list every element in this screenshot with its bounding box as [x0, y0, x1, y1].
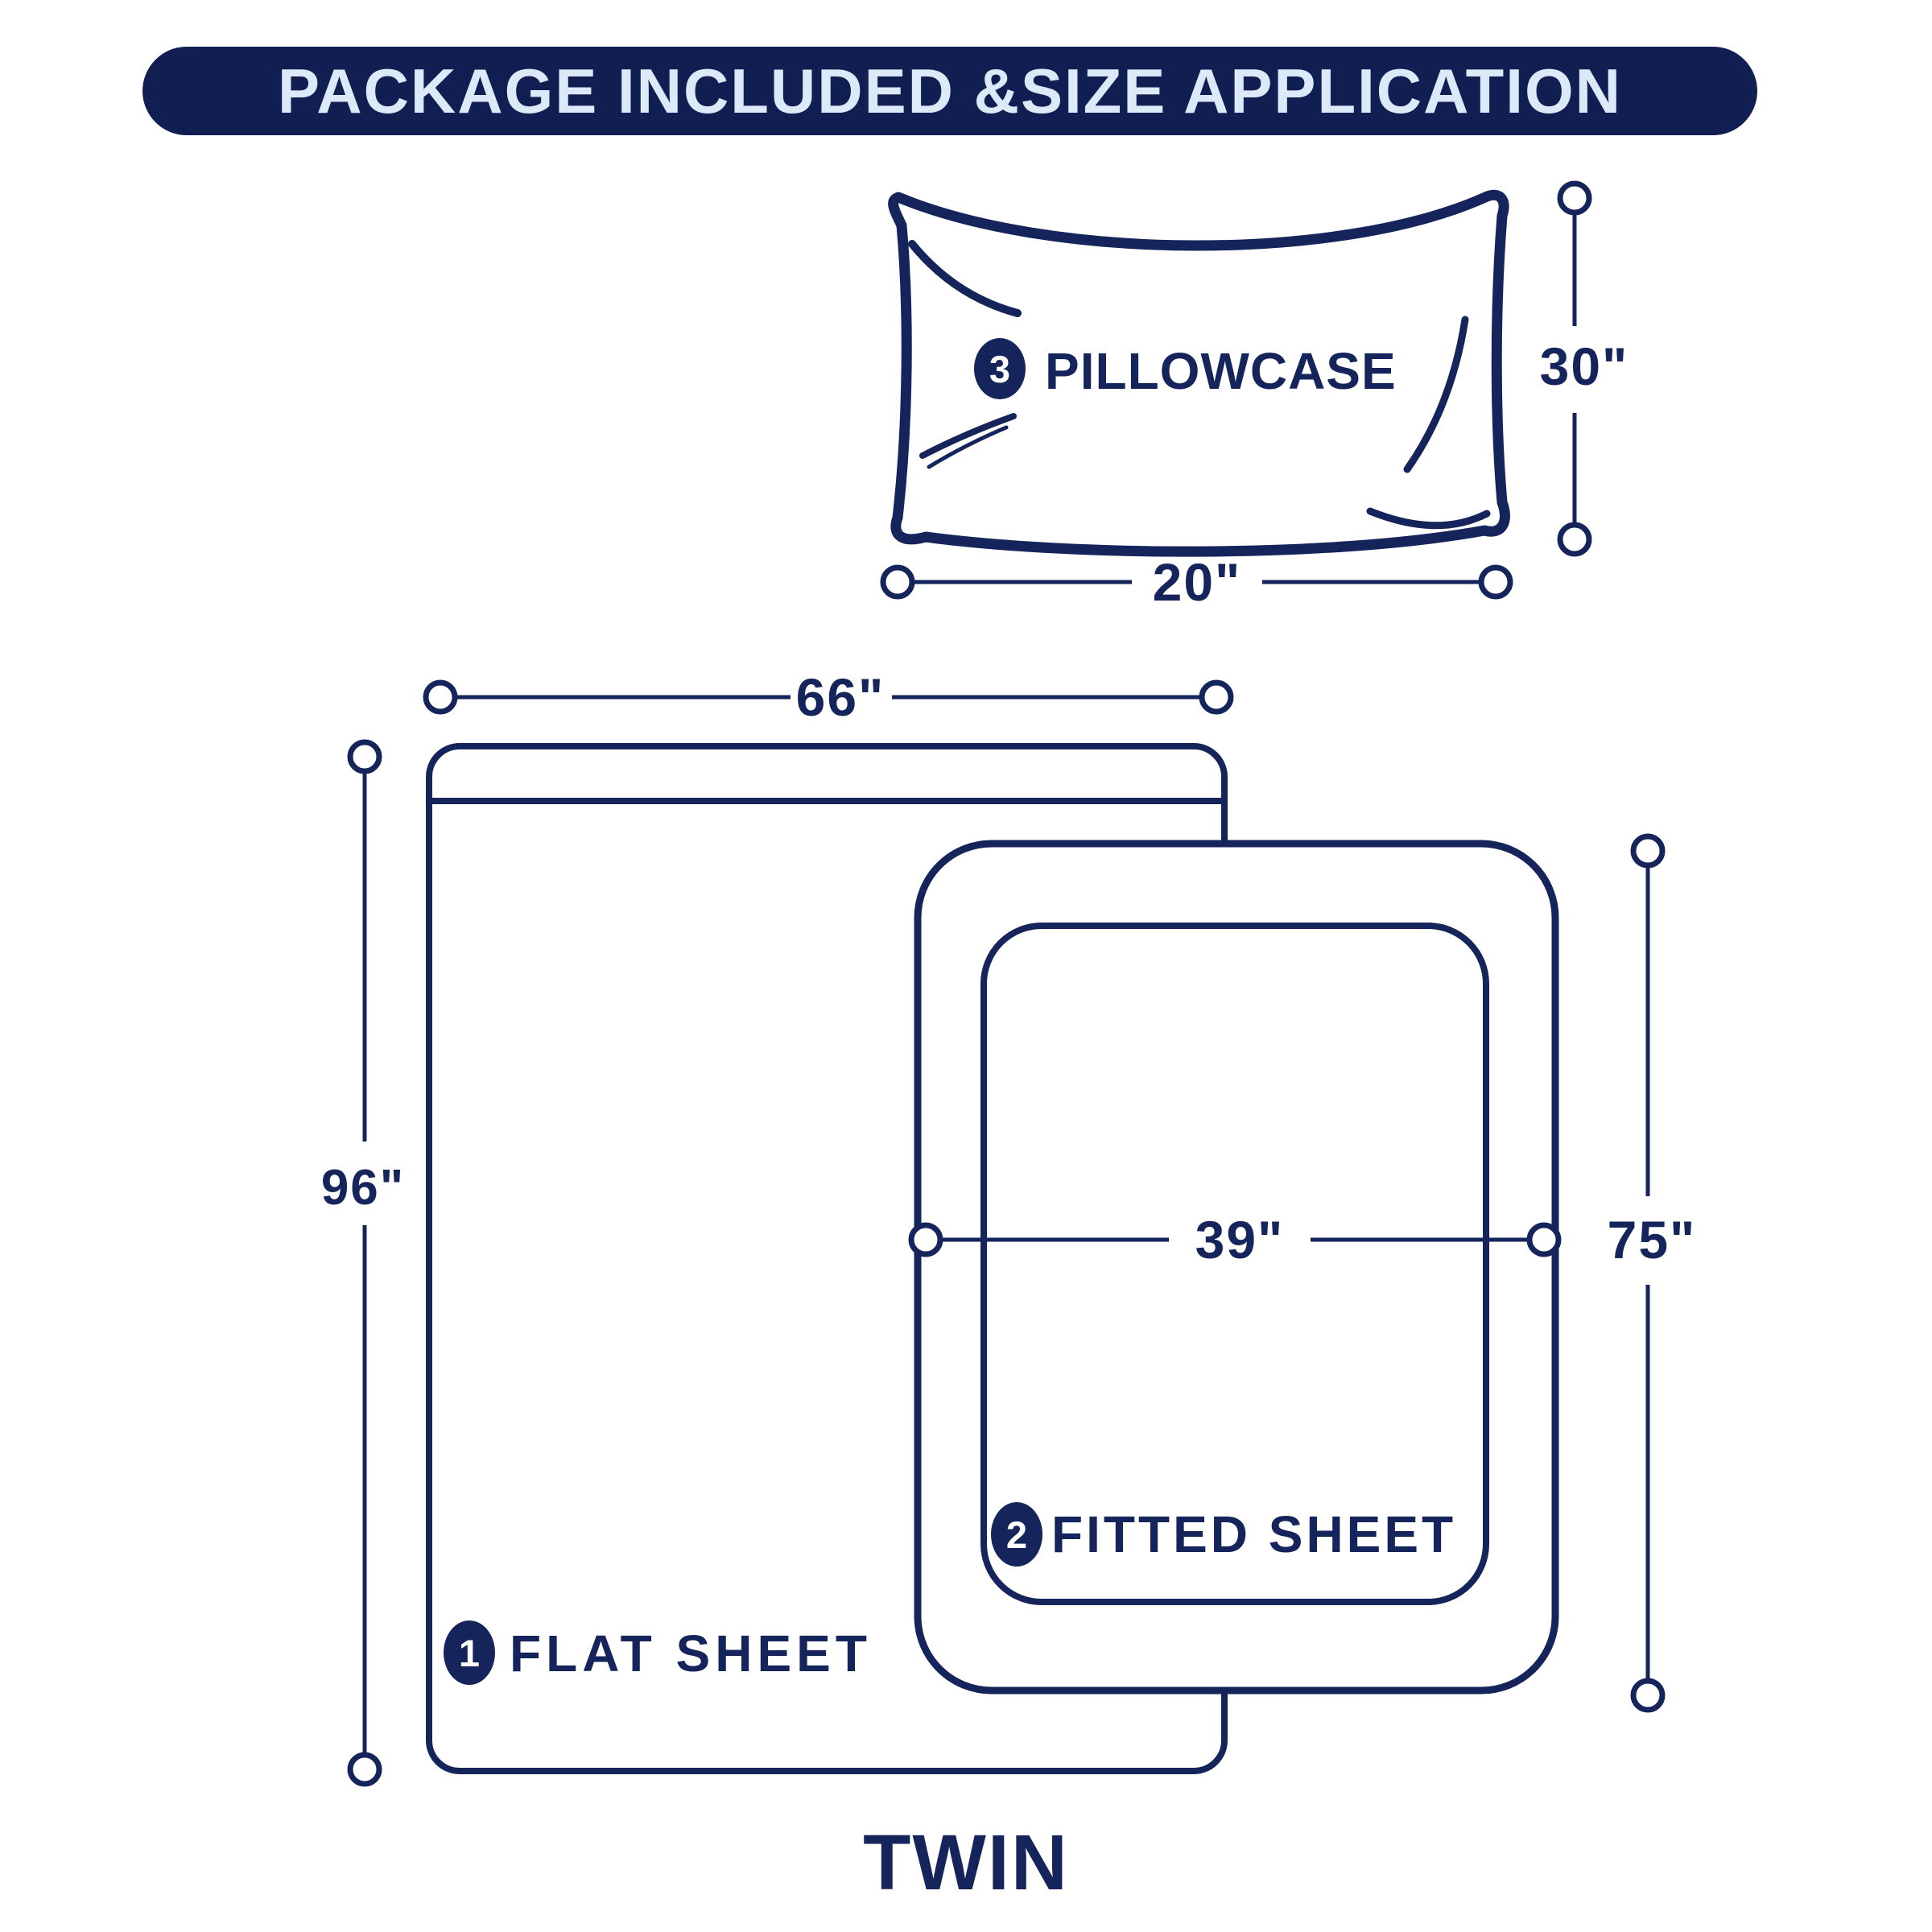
pillow-crease-top-left [908, 240, 1022, 317]
dimension-endpoint-circle [347, 739, 382, 774]
pillowcase-height-value: 30" [1540, 336, 1629, 396]
dimension-endpoint-circle [1526, 1222, 1562, 1257]
flat-sheet-label-group: 1 FLAT SHEET [444, 1620, 872, 1685]
flat-sheet-label: FLAT SHEET [510, 1624, 872, 1682]
pillowcase-illustration: 3 PILLOWCASE [888, 189, 1510, 557]
fitted-sheet-illustration [914, 840, 1559, 1695]
pillow-crease-bottom-left [919, 413, 1017, 459]
fitted-sheet-inner-outline [980, 923, 1489, 1605]
badge-1-icon [444, 1620, 495, 1685]
flat-sheet-width-value: 66" [796, 667, 886, 727]
size-name: TWIN [863, 1818, 1069, 1906]
dimension-endpoint-circle [1557, 522, 1592, 557]
dimension-endpoint-circle [423, 679, 458, 715]
fitted-sheet-height-value: 75" [1608, 1210, 1697, 1269]
flat-sheet-badge-number: 1 [459, 1632, 480, 1674]
fitted-sheet-label: FITTED SHEET [1051, 1505, 1456, 1563]
pillowcase-label: PILLOWCASE [1045, 342, 1397, 400]
pillow-crease-bottom-left-2 [927, 425, 1009, 469]
pillowcase-badge-number: 3 [989, 348, 1010, 390]
dimension-endpoint-circle [1199, 679, 1234, 715]
header-banner: PACKAGE INCLUDED &SIZE APPLICATION [142, 47, 1757, 135]
pillowcase-width-value: 20" [1153, 552, 1242, 612]
pillow-outline [888, 189, 1510, 557]
flat-sheet-height-value: 96" [321, 1160, 405, 1216]
badge-3-icon [974, 338, 1026, 399]
flat-sheet-width-dimension: 66" [423, 667, 1234, 727]
header-pill-background [142, 47, 1757, 135]
fitted-sheet-label-group: 2 FITTED SHEET [991, 1502, 1456, 1567]
pillow-crease-right [1403, 316, 1469, 473]
header-title: PACKAGE INCLUDED &SIZE APPLICATION [278, 56, 1622, 126]
dimension-endpoint-circle [880, 564, 915, 600]
fitted-sheet-outer-outline [914, 840, 1559, 1695]
fitted-sheet-badge-number: 2 [1006, 1513, 1027, 1556]
pillow-crease-bottom-right [1366, 507, 1491, 530]
pillowcase-height-dimension: 30" [1540, 180, 1629, 557]
dimension-endpoint-circle [1630, 1678, 1666, 1713]
fitted-sheet-width-dimension: 39" [908, 1210, 1562, 1269]
flat-sheet-height-dimension: 96" [321, 739, 405, 1787]
badge-2-icon [991, 1502, 1042, 1567]
pillowcase-width-dimension: 20" [880, 552, 1513, 612]
dimension-endpoint-circle [1630, 833, 1666, 869]
dimension-endpoint-circle [908, 1222, 943, 1257]
dimension-endpoint-circle [1557, 180, 1592, 216]
fitted-sheet-height-dimension: 75" [1608, 833, 1697, 1713]
fitted-sheet-width-value: 39" [1195, 1210, 1285, 1269]
dimension-endpoint-circle [347, 1752, 382, 1787]
dimension-endpoint-circle [1478, 564, 1513, 600]
